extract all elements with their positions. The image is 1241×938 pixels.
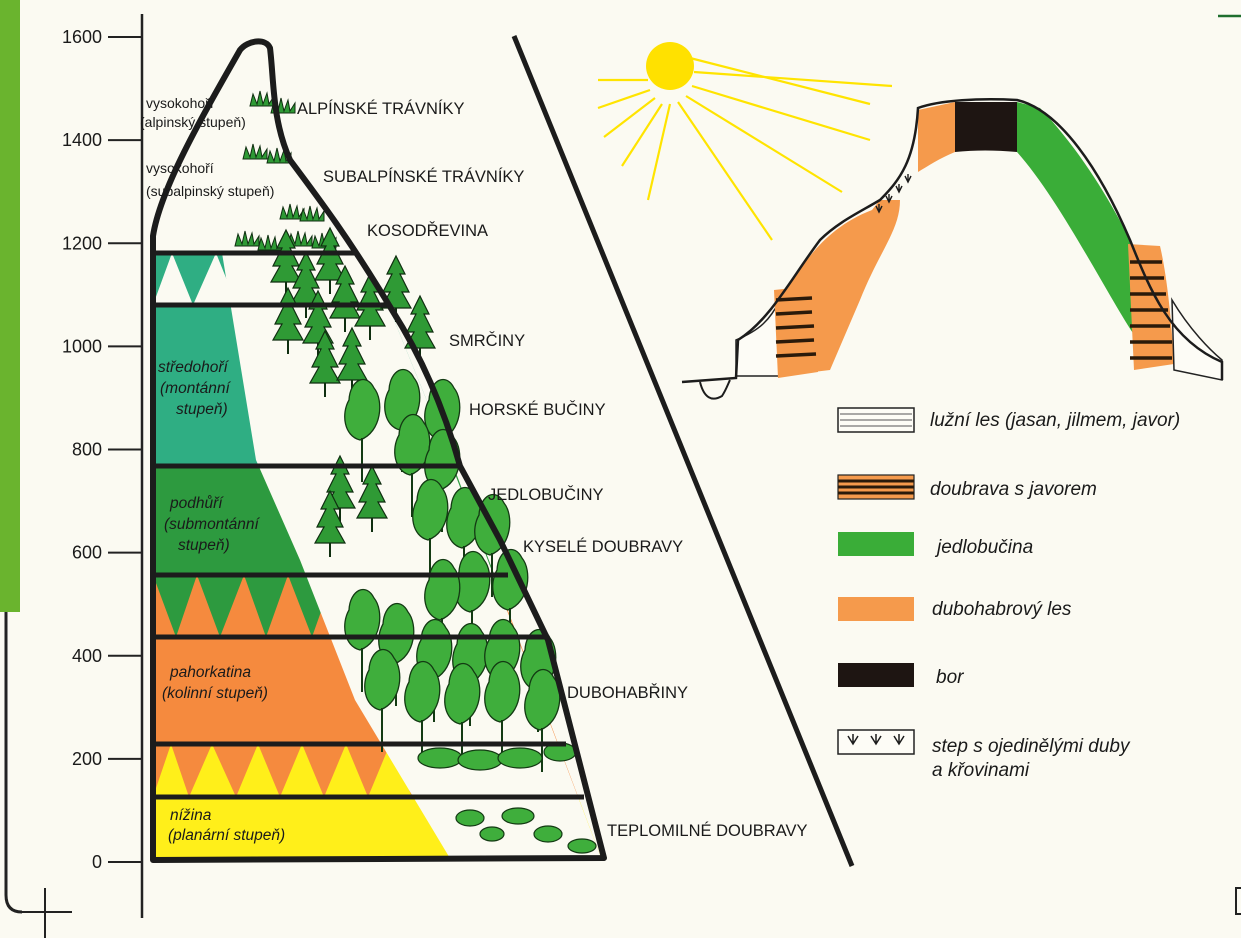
legend-label-oak-maple: doubrava s javorem [930, 479, 1097, 500]
legend-swatch-steppe [837, 729, 915, 755]
zone-submontane-line2: (submontánní [164, 516, 260, 533]
belt-lines [153, 250, 584, 800]
zone-planar-line2: (planární stupeň) [168, 827, 285, 844]
zone-subalpine-line1: vysokohoří [146, 160, 214, 176]
label-subalpine-meadows: SUBALPÍNSKÉ TRÁVNÍKY [323, 167, 524, 186]
legend-label-steppe-line2: a křovinami [932, 760, 1030, 781]
separator-line [511, 35, 855, 867]
legend-swatch-floodplain [837, 407, 915, 433]
vegetation-glyphs [234, 90, 597, 854]
hill-orange-top [918, 102, 955, 172]
axis-tick-label: 800 [72, 440, 102, 460]
axis-tick-label: 0 [92, 852, 102, 872]
sun [597, 42, 893, 241]
hill-oak-maple-right [1128, 244, 1174, 370]
zone-montane-line2: (montánní [160, 380, 231, 397]
label-mountain-beech: HORSKÉ BUČINY [469, 400, 606, 419]
zone-colline-line2: (kolinní stupeň) [162, 685, 268, 702]
axis-tick-label: 400 [72, 646, 102, 666]
zone-colline-line1: pahorkatina [169, 664, 251, 681]
colline-teeth-lower [153, 744, 412, 797]
legend-swatch-oak-maple [837, 474, 915, 500]
legend-label-pine: bor [936, 667, 964, 688]
altitude-axis: 0 200 400 600 800 1000 1200 1400 1600 [62, 14, 144, 918]
mountain-outline [150, 38, 607, 863]
label-alpine-meadows: ALPÍNSKÉ TRÁVNÍKY [297, 99, 465, 118]
axis-tick-label: 600 [72, 543, 102, 563]
label-thermophilous-oak: TEPLOMILNÉ DOUBRAVY [607, 821, 808, 840]
zone-montane-line1: středohoří [158, 359, 229, 376]
legend-swatch-pine [838, 663, 914, 687]
label-fir-beech: JEDLOBUČINY [488, 485, 604, 504]
zone-submontane-line1: podhůří [169, 495, 224, 512]
zone-planar-line1: nížina [170, 807, 212, 824]
legend-label-floodplain: lužní les (jasan, jilmem, javor) [930, 410, 1180, 431]
zone-alpine-line2: (alpinský stupeň) [140, 114, 246, 130]
label-spruce: SMRČINY [449, 331, 525, 350]
hill-pine-top [955, 102, 1017, 152]
zone-submontane-line3: stupeň) [178, 537, 230, 554]
axis-tick-label: 200 [72, 749, 102, 769]
legend-swatch-oak-hornbeam [838, 597, 914, 621]
axis-tick-label: 1000 [62, 336, 102, 356]
hill-outline [681, 98, 1224, 384]
legend-swatch-fir-beech [838, 532, 914, 556]
green-border-strip [0, 0, 20, 612]
axis-tick-label: 1600 [62, 27, 102, 47]
hill-floodplain-right [1171, 297, 1223, 381]
corner-bracket [1235, 887, 1241, 915]
hill-profile [681, 98, 1224, 400]
zone-alpine-line1: vysokohoří [146, 95, 214, 111]
zone-montane-line3: stupeň) [176, 401, 228, 418]
vegetation-labels: ALPÍNSKÉ TRÁVNÍKY SUBALPÍNSKÉ TRÁVNÍKY K… [297, 99, 808, 840]
axis-tick-label: 1400 [62, 130, 102, 150]
zone-subalpine-line2: (subalpinský stupeň) [146, 183, 274, 199]
hill-green-right [1017, 102, 1135, 336]
frame-curve [4, 612, 23, 914]
legend-label-oak-hornbeam: dubohabrový les [932, 599, 1072, 620]
label-acid-oak: KYSELÉ DOUBRAVY [523, 537, 683, 556]
legend-label-fir-beech: jedlobučina [934, 537, 1033, 558]
axis-tick-label: 1200 [62, 233, 102, 253]
legend-label-steppe-line1: step s ojedinělými duby [932, 736, 1131, 757]
label-oak-hornbeam: DUBOHABŘINY [567, 683, 688, 702]
legend: lužní les (jasan, jilmem, javor) doubrav… [837, 407, 1180, 781]
zone-labels: vysokohoří (alpinský stupeň) vysokohoří … [140, 95, 285, 844]
label-dwarf-pine: KOSODŘEVINA [367, 221, 488, 240]
